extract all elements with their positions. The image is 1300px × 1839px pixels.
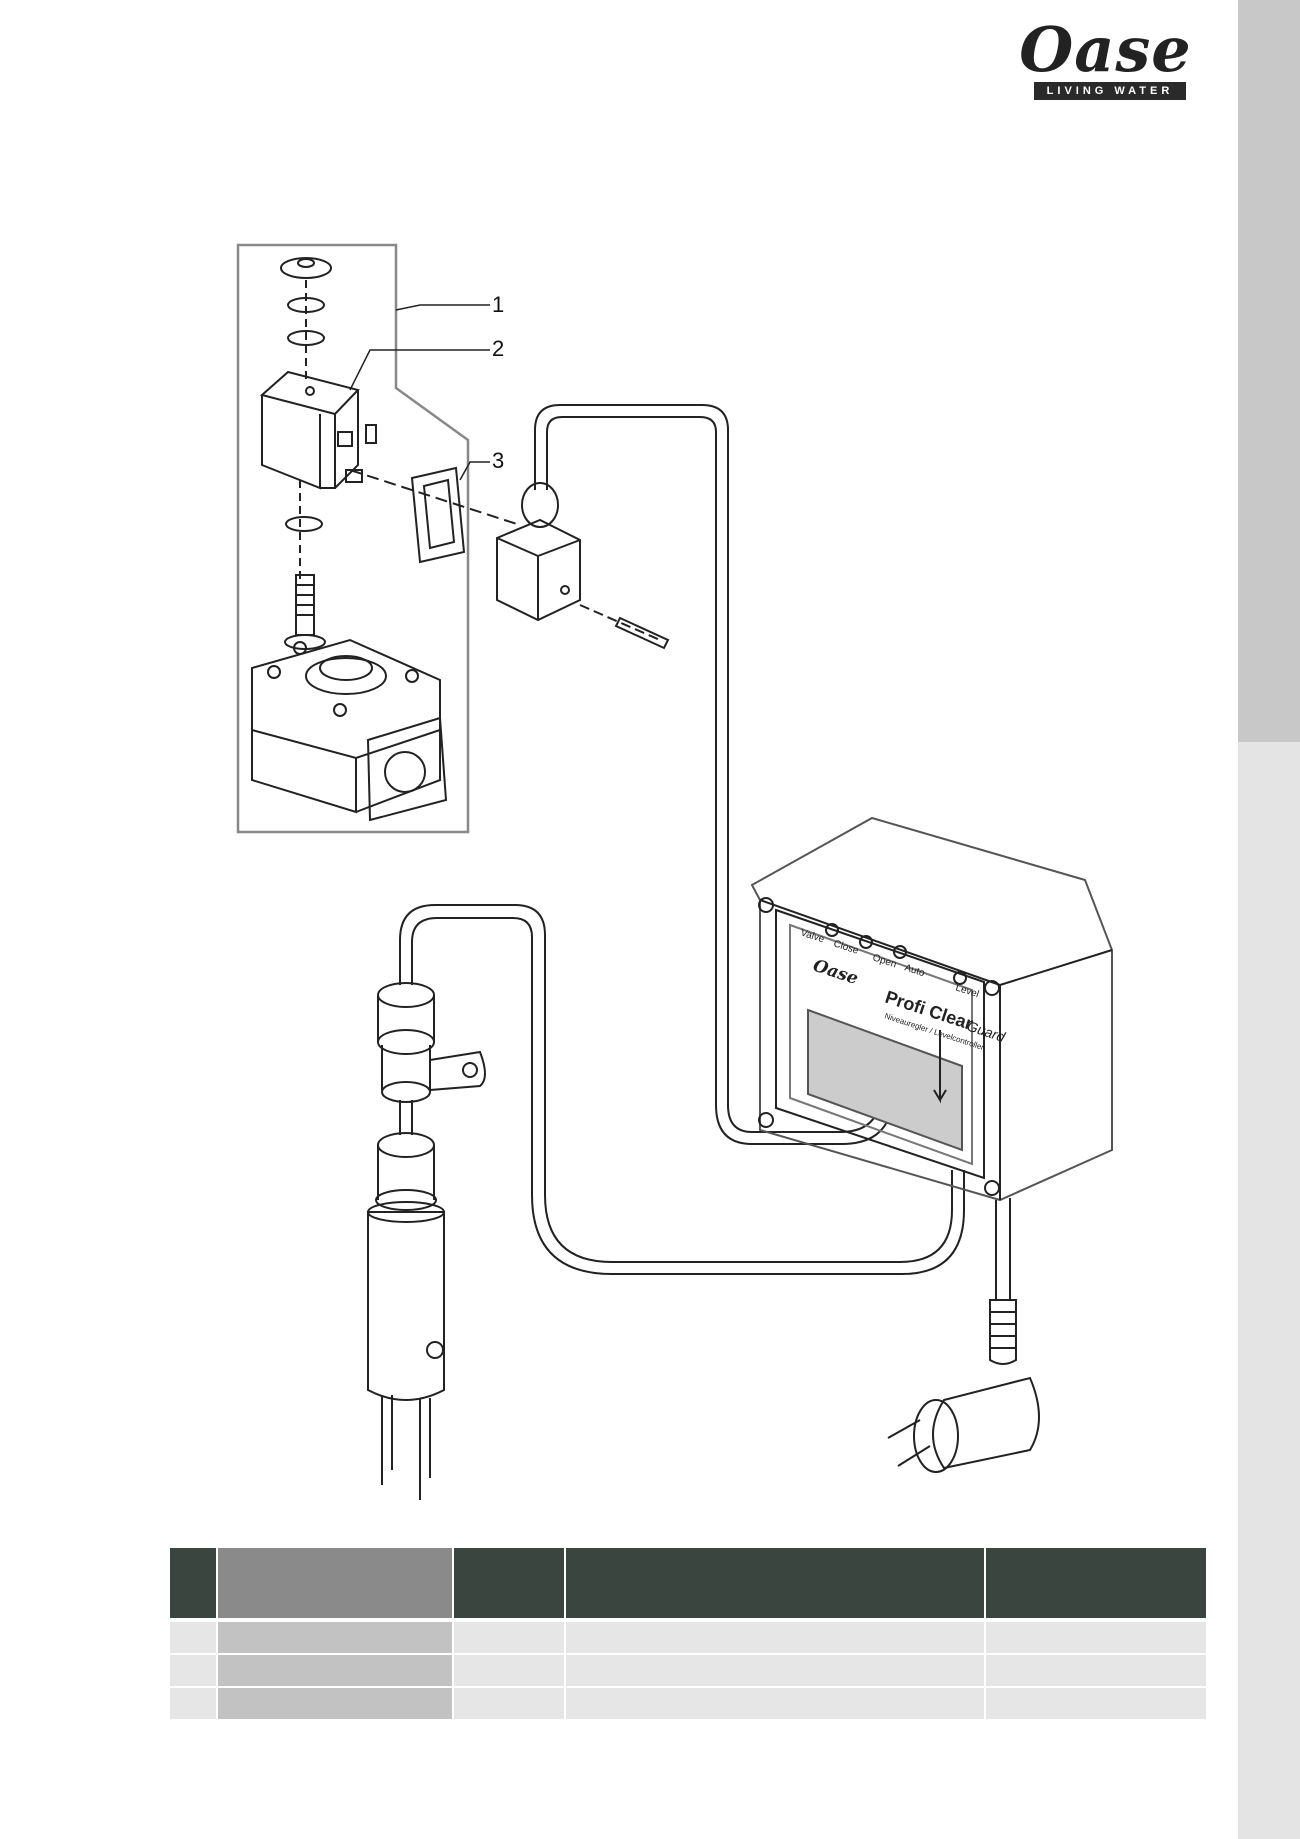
controller-front-panel <box>775 908 985 1180</box>
parts-table <box>170 1548 1206 1719</box>
callout-2-leader <box>349 349 490 391</box>
sensor-gland-upper <box>377 982 435 1008</box>
sensor-probe-body <box>367 1211 445 1401</box>
controller-label-close: Close <box>832 938 860 956</box>
valve-plug <box>496 518 581 622</box>
table-row <box>170 1688 1206 1719</box>
callout-1-leader <box>395 304 490 311</box>
table-row <box>170 1655 1206 1686</box>
valve-cable <box>534 404 879 1133</box>
callout-2: 2 <box>492 336 504 361</box>
header-cell-4 <box>566 1548 984 1618</box>
header-cell-3 <box>454 1548 564 1618</box>
brand-tagline: LIVING WATER <box>1034 82 1186 100</box>
controller-housing <box>750 816 1113 1202</box>
brand-logo: Oase LIVING WATER <box>1018 14 1193 104</box>
valve-kit-frame <box>236 243 470 834</box>
sensor-gland-lower <box>377 1132 435 1158</box>
plug-screw <box>614 616 670 650</box>
side-tab-top <box>1238 0 1300 742</box>
power-plug <box>932 1376 1040 1470</box>
power-cable <box>995 1198 1011 1300</box>
side-tab-bottom <box>1238 742 1300 1839</box>
gasket-outer <box>410 466 466 564</box>
controller-label-auto: Auto <box>903 962 926 979</box>
valve-coil-top <box>259 370 360 416</box>
controller-water-graphic <box>807 1008 963 1152</box>
controller-label-valve: Valve <box>799 927 826 945</box>
header-cell-1 <box>170 1548 216 1618</box>
callout-1: 1 <box>492 292 504 317</box>
controller-brand: Oase <box>810 956 860 989</box>
callout-3-leader <box>459 461 490 481</box>
controller-label-level: Level <box>954 982 980 1000</box>
parts-table-header <box>170 1548 1206 1618</box>
header-cell-5 <box>986 1548 1206 1618</box>
power-strain-relief <box>989 1299 1017 1365</box>
header-cell-2 <box>218 1548 452 1618</box>
exploded-view-drawing: 1 2 3 Valve Close Open Auto Level Oase P… <box>236 243 1113 1500</box>
sensor-cable <box>399 904 953 1263</box>
table-row <box>170 1622 1206 1653</box>
brand-wordmark: Oase <box>1019 13 1192 86</box>
callout-3: 3 <box>492 448 504 473</box>
